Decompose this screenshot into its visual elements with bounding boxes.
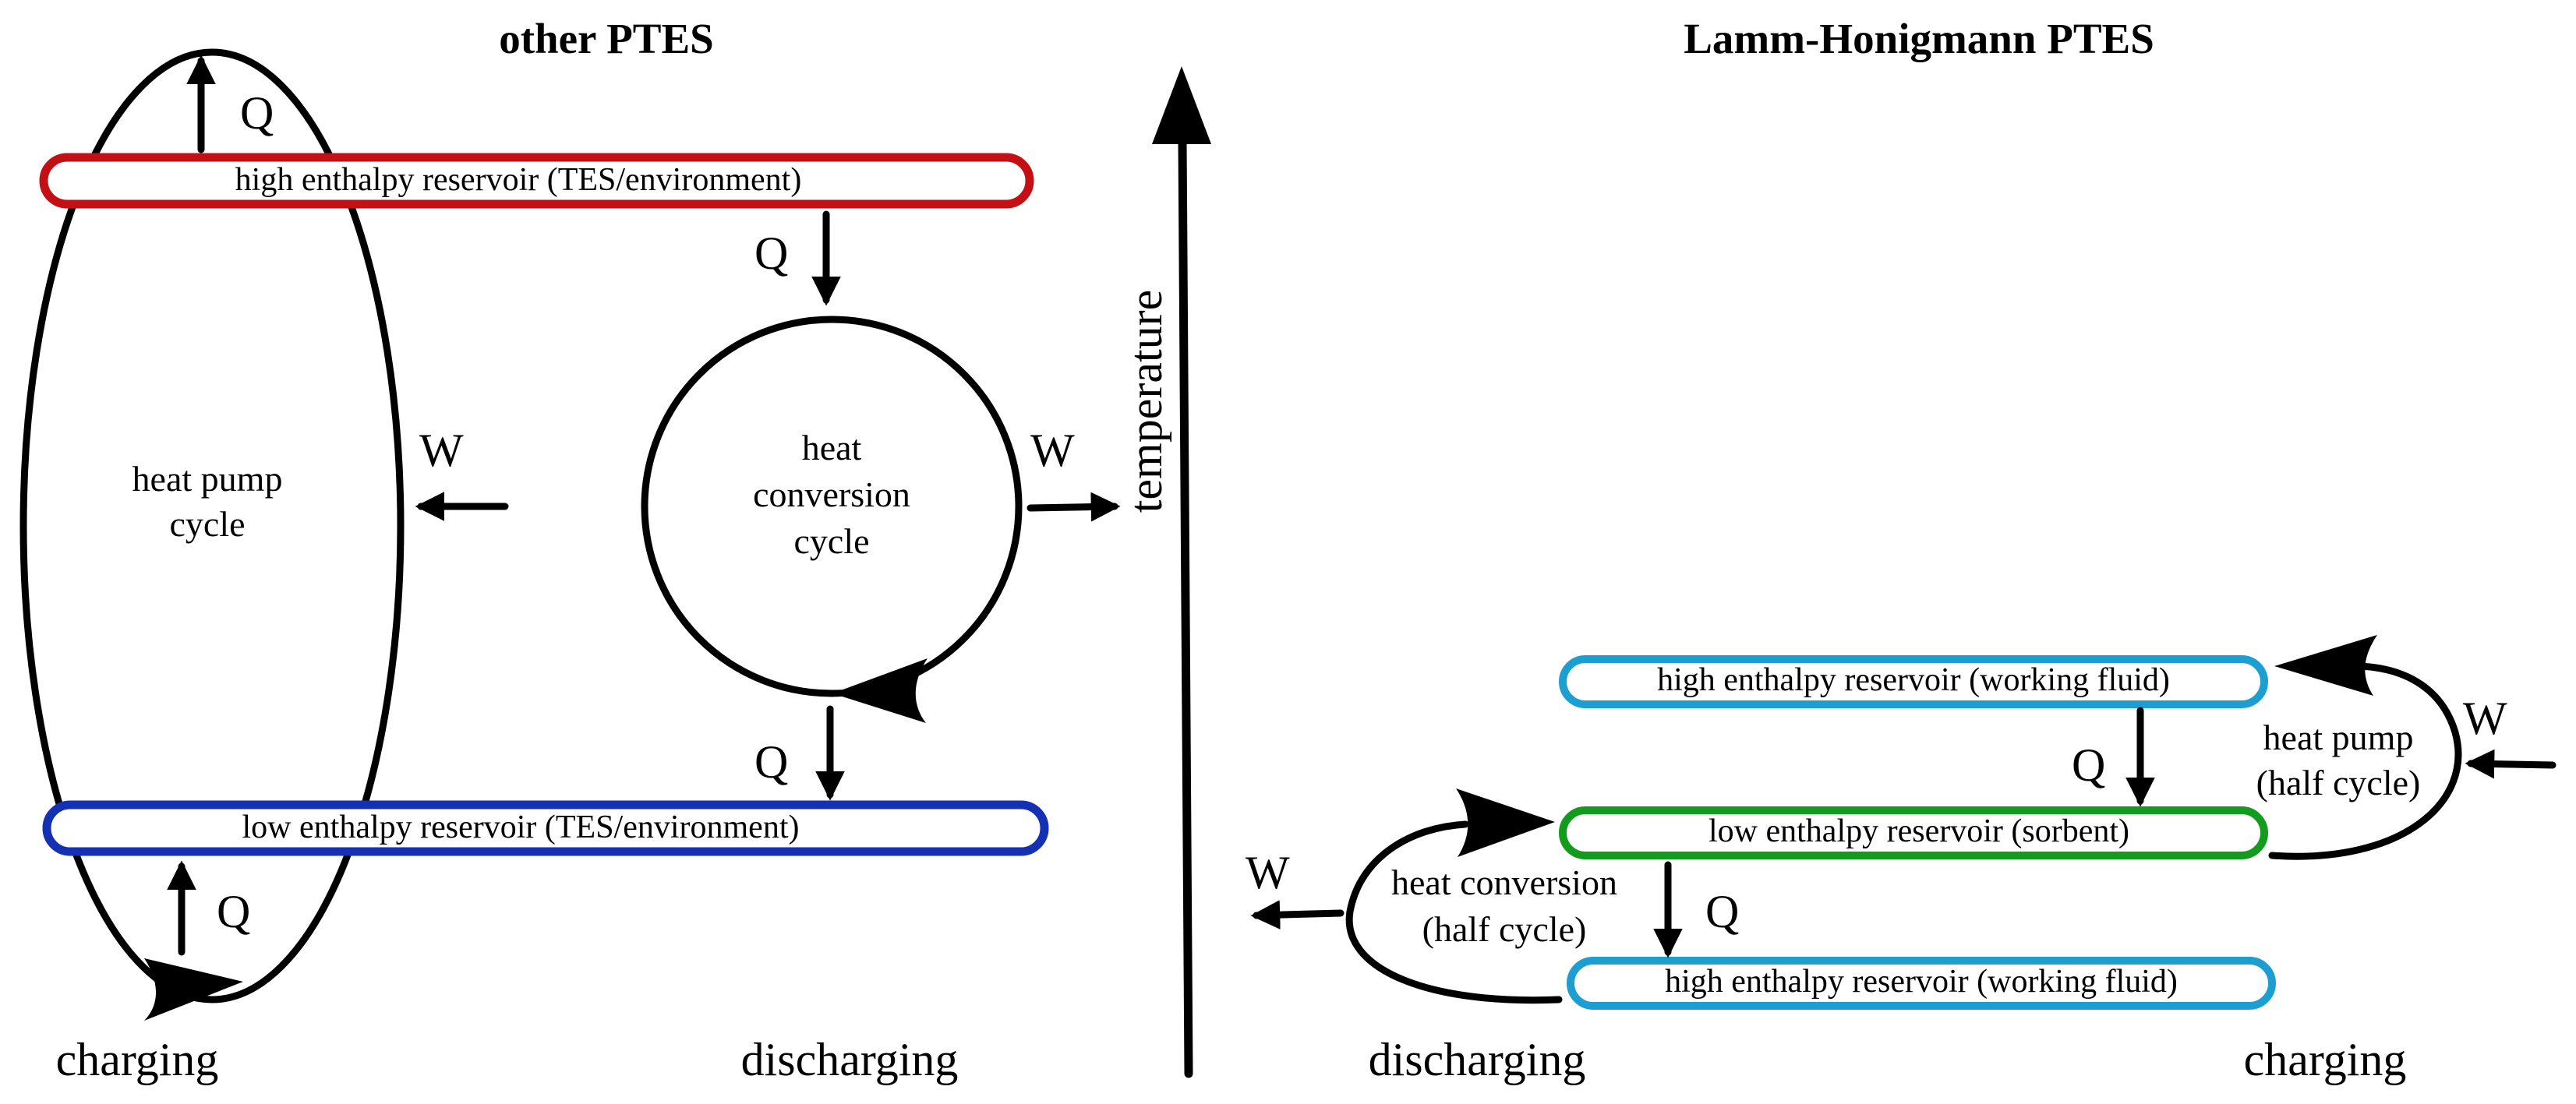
heat-conversion-label-2: conversion (753, 474, 910, 514)
high-enthalpy-reservoir-working-fluid-top (1559, 655, 2268, 708)
w-label-heat-pump: W (419, 425, 464, 476)
heat-pump-half-cycle-curve (2268, 662, 2462, 860)
heat-conversion-direction-arrowhead (832, 658, 928, 723)
heat-pump-cycle-ellipse (19, 48, 405, 1003)
temperature-axis-label: temperature (1120, 290, 1171, 513)
high-enthalpy-reservoir-working-fluid-bottom-label: high enthalpy reservoir (working fluid) (1665, 964, 2178, 1000)
q-label-right-upper: Q (2072, 739, 2105, 791)
low-enthalpy-reservoir-sorbent (1559, 806, 2268, 859)
q-label-right-lower: Q (1705, 886, 1739, 937)
high-enthalpy-reservoir-working-fluid-top-label: high enthalpy reservoir (working fluid) (1657, 662, 2170, 698)
temperature-axis-arrowhead (1152, 66, 1211, 144)
high-enthalpy-reservoir-red (39, 153, 1034, 209)
heat-pump-cycle-label-2: cycle (169, 504, 245, 544)
temperature-axis-line (1178, 136, 1193, 1078)
charging-label-right: charging (2244, 1034, 2407, 1085)
heat-pump-half-label-2: (half cycle) (2256, 763, 2421, 802)
heat-pump-direction-arrowhead (144, 958, 243, 1021)
w-out-arrow (1027, 492, 1121, 522)
heat-conversion-half-cycle-arrowhead (1456, 788, 1555, 857)
w-out-arrow-right (1250, 900, 1345, 930)
q-label-top-left: Q (240, 87, 274, 139)
left-title: other PTES (499, 15, 714, 62)
q-label-conversion-top: Q (754, 228, 788, 279)
heat-conversion-cycle-circle (641, 316, 1023, 697)
discharging-label-left: discharging (741, 1034, 959, 1085)
low-enthalpy-reservoir-sorbent-label: low enthalpy reservoir (sorbent) (1708, 813, 2129, 849)
high-enthalpy-reservoir-red-label: high enthalpy reservoir (TES/environment… (235, 162, 802, 198)
heat-conversion-half-label-2: (half cycle) (1422, 909, 1587, 949)
low-enthalpy-reservoir-blue (42, 800, 1049, 856)
w-label-right-conversion: W (1246, 847, 1290, 898)
heat-conversion-half-label-1: heat conversion (1391, 862, 1617, 902)
w-in-arrow-right (2465, 749, 2557, 779)
heat-conversion-label-3: cycle (793, 521, 869, 561)
right-title: Lamm-Honigmann PTES (1684, 15, 2154, 62)
charging-label-left: charging (56, 1034, 219, 1085)
heat-conversion-label-1: heat (802, 428, 862, 467)
discharging-label-right: discharging (1369, 1034, 1586, 1085)
q-label-conversion-bottom: Q (754, 736, 788, 788)
heat-pump-half-label-1: heat pump (2263, 718, 2414, 757)
heat-pump-cycle-label-1: heat pump (133, 459, 283, 499)
heat-conversion-half-cycle-curve (1345, 820, 1563, 1004)
low-enthalpy-reservoir-blue-label: low enthalpy reservoir (TES/environment) (242, 809, 800, 845)
high-enthalpy-reservoir-working-fluid-bottom (1567, 957, 2276, 1010)
heat-pump-half-cycle-arrowhead (2274, 635, 2377, 696)
w-label-heat-conversion: W (1030, 425, 1075, 476)
q-label-bottom-left: Q (217, 886, 250, 937)
w-label-right-pump: W (2463, 693, 2507, 744)
